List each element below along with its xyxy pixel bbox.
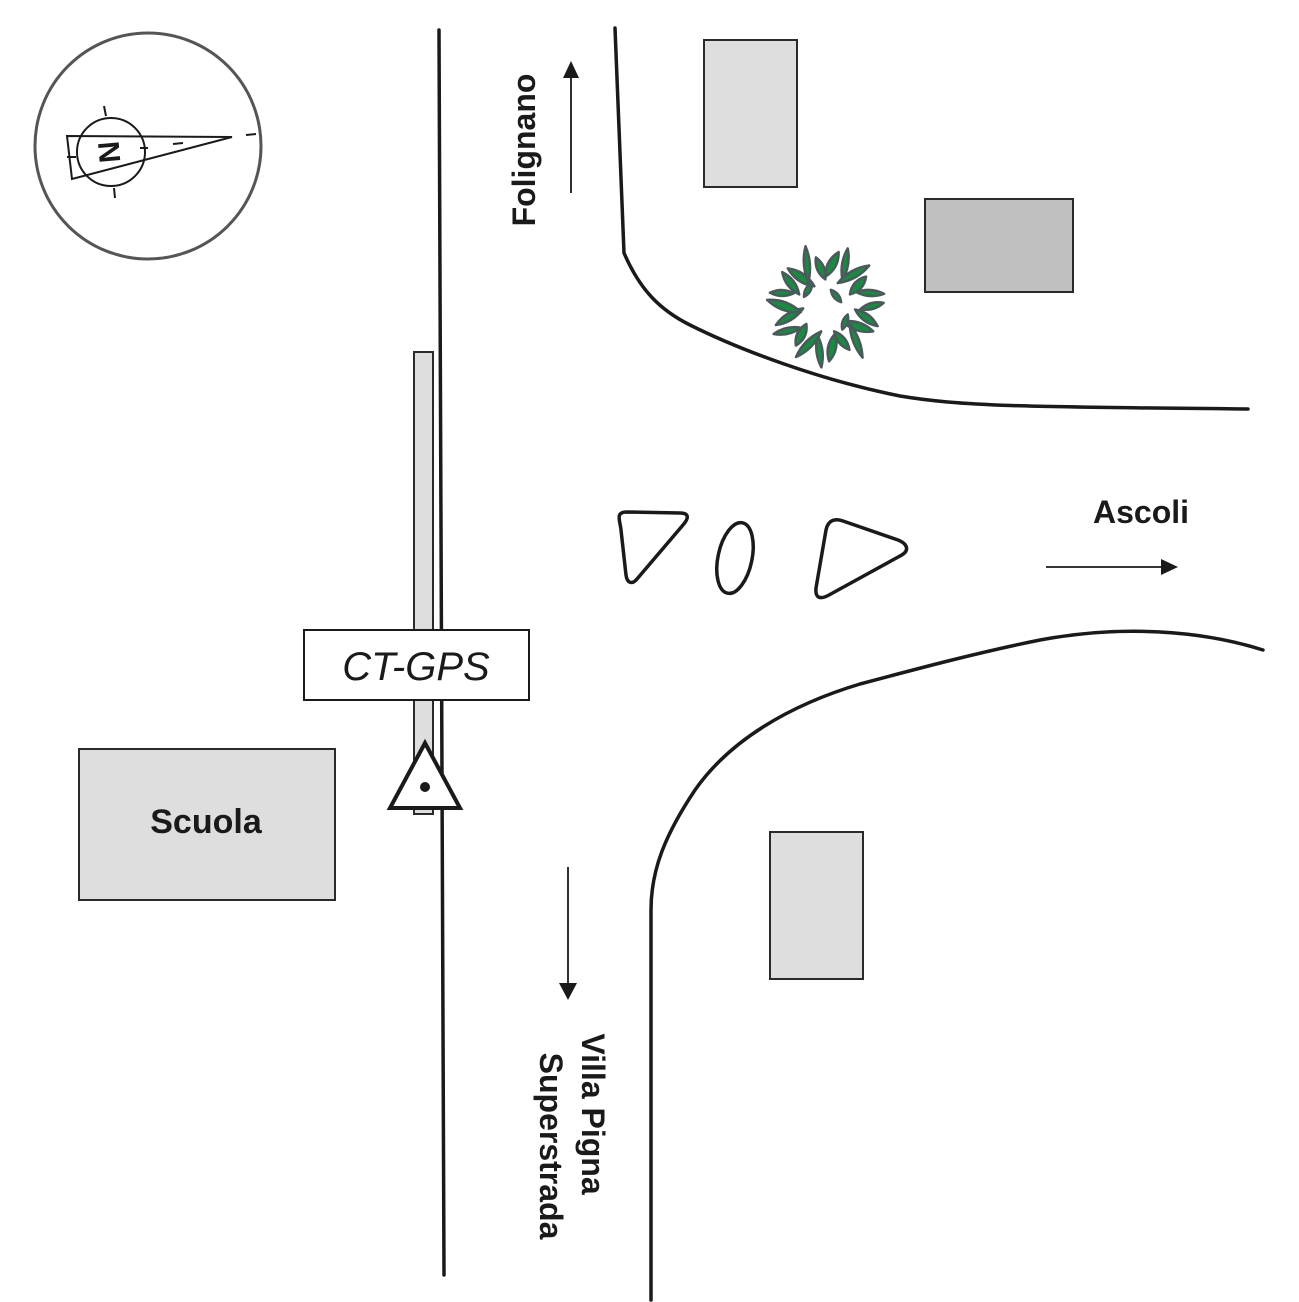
tree-leaf [794,322,808,347]
tree-leaf [829,288,843,304]
tree-leaf [859,301,885,311]
tree-leaf [826,332,838,363]
tree-leaf [772,325,803,336]
direction-north: Folignano [506,61,579,226]
tree-leaf [802,245,812,284]
building-north-2 [924,198,1074,293]
tree-leaf [780,270,801,296]
tree-leaf [836,264,871,285]
compass-ring [33,31,263,261]
gps-label-box [303,629,530,701]
direction-south-label-line2: Superstrada [533,1053,569,1240]
building-school: Scuola [78,748,336,901]
tree-leaf [832,330,851,352]
traffic-island-triangle-right [814,517,909,600]
traffic-island-triangle-left [617,510,689,585]
direction-east-label: Ascoli [1093,494,1189,530]
tree-leaf [854,288,886,298]
direction-south-label-line1: Villa Pigna [575,1033,611,1194]
tree-leaf [840,313,850,331]
tree-icon [765,245,886,369]
tree-leaf [765,298,803,314]
north-arrow-icon: N [65,105,257,199]
road-south-east-curb [649,629,1265,1302]
tree-leaf [768,288,796,298]
direction-south: Villa Pigna Superstrada [533,867,611,1240]
tree-leaf [824,250,840,278]
compass-letter: N [93,140,128,164]
gps-station-label: CT-GPS [342,645,490,689]
building-school-label: Scuola [150,803,263,841]
tree-leaf [814,256,827,281]
building-north-1 [703,39,798,188]
traffic-island-oval [715,520,755,596]
tree-leaf [853,308,879,328]
survey-marker-icon [386,738,464,810]
road-north-east-curb [613,26,1250,411]
tree-leaf [848,275,868,296]
gps-station: CT-GPS [303,629,530,810]
tree-leaf [848,322,864,359]
building-south-east [769,831,864,980]
tree-leaf [802,281,814,299]
compass: N [33,31,263,261]
direction-east: Ascoli [1046,494,1189,575]
direction-north-label: Folignano [506,74,542,227]
tree-leaf [794,330,823,359]
